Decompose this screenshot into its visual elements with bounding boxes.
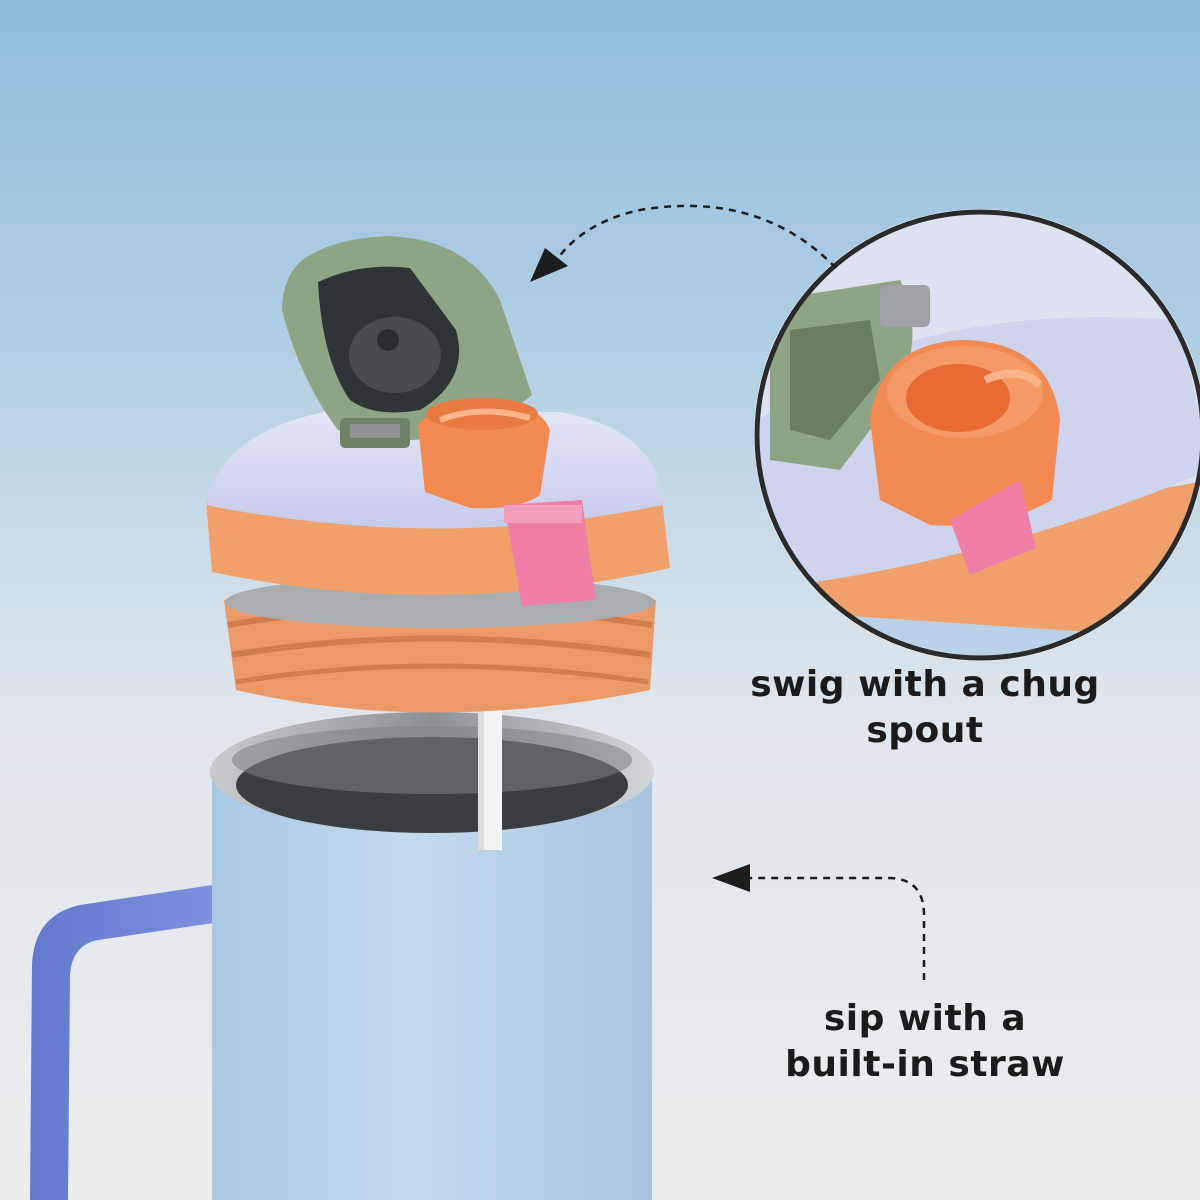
caption-built-in-straw-line-1: sip with a <box>823 998 1027 1039</box>
caption-chug-spout-line-2: spout <box>866 710 984 751</box>
zoom-circle-border <box>754 209 1200 661</box>
caption-built-in-straw-line-2: built-in straw <box>785 1044 1065 1085</box>
zoom-detail <box>754 209 1200 661</box>
latch <box>504 500 596 606</box>
arrow-straw-icon <box>712 864 926 980</box>
tumbler-handle <box>30 882 234 1200</box>
arrow-spout-icon <box>530 204 837 282</box>
caption-built-in-straw: sip with a built-in straw <box>770 996 1080 1088</box>
lid <box>206 236 670 713</box>
tumbler <box>30 690 654 1200</box>
tumbler-body <box>212 775 652 1200</box>
caption-chug-spout: swig with a chug spout <box>740 662 1110 754</box>
caption-chug-spout-line-1: swig with a chug <box>750 664 1100 705</box>
